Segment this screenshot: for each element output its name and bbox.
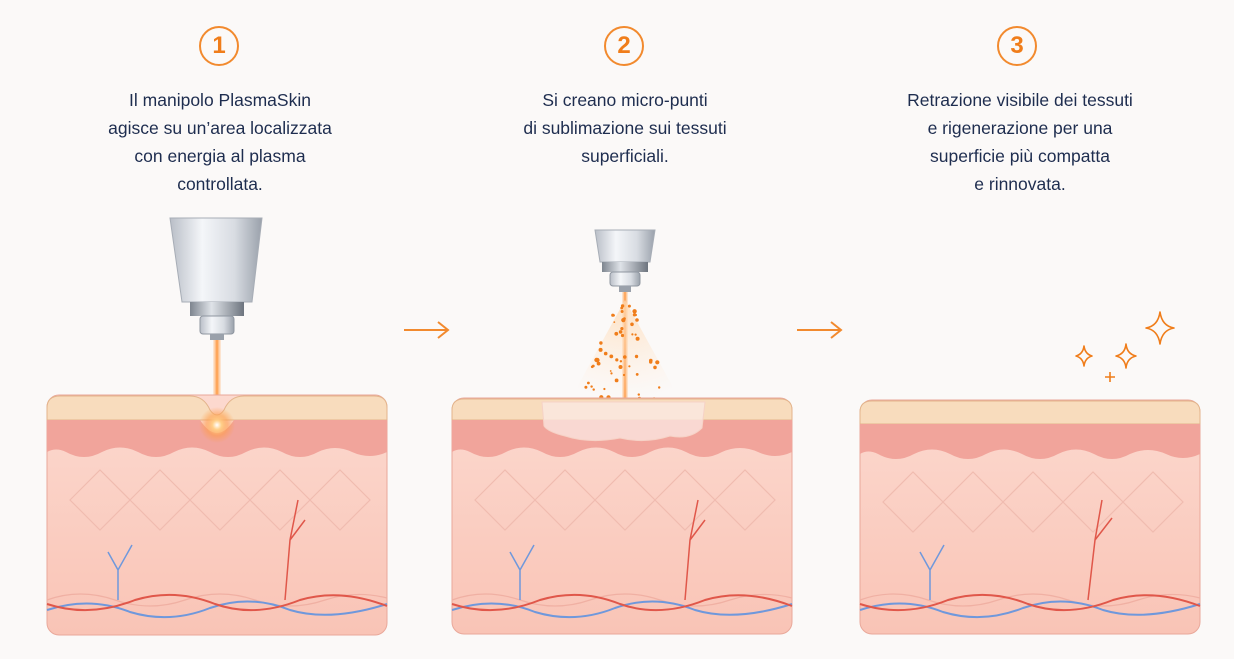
skin-cross-section bbox=[46, 394, 388, 636]
particle-dot bbox=[609, 354, 614, 359]
particle-cone bbox=[570, 300, 680, 400]
caption-line: Il manipolo PlasmaSkin bbox=[129, 90, 311, 110]
skin-diagram-1 bbox=[46, 217, 388, 636]
particle-dot bbox=[635, 336, 640, 341]
particle-dot bbox=[612, 314, 615, 317]
step-2: 2 Si creano micro-punti di sublimazione … bbox=[430, 0, 820, 659]
particle-dot bbox=[630, 322, 634, 327]
particle-dot bbox=[623, 355, 627, 359]
particle-dot bbox=[596, 361, 601, 366]
particle-dot bbox=[603, 387, 606, 391]
particle-dot bbox=[618, 330, 623, 334]
particle-dot bbox=[614, 378, 619, 383]
particle-dot bbox=[587, 381, 590, 385]
step-caption: Si creano micro-punti di sublimazione su… bbox=[450, 86, 800, 170]
particle-dot bbox=[634, 354, 639, 359]
particle-dot bbox=[618, 365, 623, 369]
caption-line: superficie più compatta bbox=[930, 146, 1110, 166]
particle-dot bbox=[634, 313, 637, 317]
particle-dot bbox=[614, 331, 619, 336]
sparkle-icon bbox=[1075, 311, 1175, 382]
step-3: 3 Retrazione visibile dei tessuti e rige… bbox=[820, 0, 1234, 659]
skin-diagram-3 bbox=[859, 311, 1201, 635]
skin-cross-section bbox=[451, 397, 793, 635]
handpiece-icon bbox=[169, 217, 263, 340]
caption-line: controllata. bbox=[177, 174, 263, 194]
particle-dot bbox=[631, 333, 634, 336]
particle-dot bbox=[599, 341, 603, 345]
particle-dot bbox=[598, 347, 603, 352]
arrow-right-icon bbox=[402, 318, 452, 347]
skin-diagram-2 bbox=[451, 229, 793, 635]
step-number-badge: 3 bbox=[997, 26, 1037, 66]
caption-line: superficiali. bbox=[581, 146, 669, 166]
particle-dot bbox=[613, 321, 616, 323]
particle-dot bbox=[658, 386, 661, 389]
particle-dot bbox=[591, 364, 595, 368]
skin-cross-section bbox=[859, 399, 1201, 635]
caption-line: Si creano micro-punti bbox=[542, 90, 708, 110]
particle-dot bbox=[628, 365, 631, 368]
particle-dot bbox=[635, 318, 639, 322]
particle-dot bbox=[620, 327, 624, 331]
particle-dot bbox=[637, 393, 640, 396]
step-number-badge: 2 bbox=[604, 26, 644, 66]
particle-dot bbox=[620, 333, 625, 338]
plasma-glow bbox=[199, 407, 235, 443]
particle-dot bbox=[590, 385, 593, 388]
particle-dot bbox=[592, 388, 595, 391]
caption-line: Retrazione visibile dei tessuti bbox=[907, 90, 1133, 110]
particle-dot bbox=[609, 370, 612, 372]
step-1: 1 Il manipolo PlasmaSkin agisce su un’ar… bbox=[0, 0, 430, 659]
particle-dot bbox=[594, 357, 599, 363]
step-caption: Il manipolo PlasmaSkin agisce su un’area… bbox=[40, 86, 400, 198]
particle-dot bbox=[623, 317, 626, 320]
caption-line: con energia al plasma bbox=[134, 146, 306, 166]
particle-dot bbox=[584, 385, 588, 389]
particle-dot bbox=[653, 365, 657, 370]
particle-dot bbox=[649, 358, 653, 363]
particle-dot bbox=[619, 360, 623, 363]
treated-zone bbox=[541, 401, 706, 442]
handpiece-icon bbox=[594, 229, 656, 292]
particle-dot bbox=[627, 304, 631, 308]
particle-dot bbox=[610, 372, 613, 375]
particle-dot bbox=[620, 304, 625, 308]
particle-dot bbox=[655, 360, 660, 365]
particle-dot bbox=[603, 351, 608, 356]
particle-dot bbox=[622, 373, 626, 377]
caption-line: di sublimazione sui tessuti bbox=[523, 118, 727, 138]
caption-line: e rinnovata. bbox=[974, 174, 1066, 194]
particle-dot bbox=[635, 373, 639, 376]
caption-line: agisce su un’area localizzata bbox=[108, 118, 332, 138]
caption-line: e rigenerazione per una bbox=[927, 118, 1113, 138]
step-number-badge: 1 bbox=[199, 26, 239, 66]
step-caption: Retrazione visibile dei tessuti e rigene… bbox=[840, 86, 1200, 198]
particle-dot bbox=[634, 333, 637, 336]
particle-dot bbox=[615, 358, 619, 362]
particle-dot bbox=[632, 309, 637, 314]
plasma-beam bbox=[213, 340, 221, 420]
particle-dot bbox=[620, 310, 624, 313]
arrow-right-icon bbox=[795, 318, 845, 347]
